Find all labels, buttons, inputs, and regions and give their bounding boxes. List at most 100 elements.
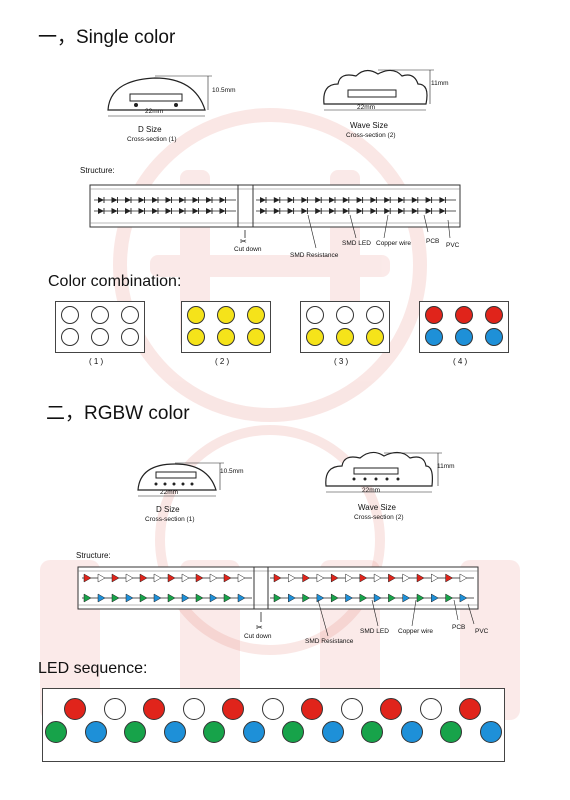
- led-diode-symbol: [83, 593, 92, 603]
- led-diode-symbol: [181, 593, 190, 603]
- led-dot-top: [380, 698, 402, 720]
- led-diode-symbol: [302, 593, 311, 603]
- led-dot-top: [261, 698, 284, 720]
- smd-led-label-2: SMD LED: [360, 628, 389, 635]
- led-diode-symbol: [330, 573, 339, 583]
- led-diode-symbol: [83, 573, 92, 583]
- diode-symbol: [165, 197, 172, 203]
- d-size-caption-1: Cross-section (1): [127, 136, 177, 143]
- wave-size-caption-2: Cross-section (2): [354, 514, 404, 521]
- led-diode-symbol: [459, 593, 468, 603]
- wave-size-name-2: Wave Size: [358, 503, 396, 512]
- diode-symbol: [315, 197, 322, 203]
- smd-resistance-label-2: SMD Resistance: [305, 638, 354, 645]
- led-dot-top: [419, 698, 442, 720]
- diode-symbol: [342, 208, 349, 214]
- diode-symbol: [98, 208, 104, 214]
- wave-size-profile-2: [325, 451, 442, 493]
- led-diode-symbol: [402, 573, 411, 583]
- smd-resistance-label-1: SMD Resistance: [290, 252, 339, 259]
- pvc-label-1: PVC: [446, 242, 460, 249]
- diode-symbol: [384, 197, 391, 203]
- led-diode-symbol: [316, 593, 325, 603]
- color-dot: [187, 328, 205, 346]
- color-dot: [455, 306, 473, 324]
- structure-label-2: Structure:: [76, 551, 111, 560]
- color-dot: [336, 306, 354, 324]
- diode-symbol: [219, 208, 226, 214]
- diode-symbol: [125, 197, 131, 203]
- color-dot: [366, 306, 384, 324]
- led-diode-symbol: [195, 593, 204, 603]
- section2-title: 二，RGBW color: [46, 403, 190, 424]
- led-dot-bottom: [84, 721, 107, 743]
- led-diode-symbol: [139, 573, 148, 583]
- svg-text:✂: ✂: [256, 623, 263, 632]
- color-dot: [425, 328, 443, 346]
- led-dot-top: [301, 698, 323, 720]
- led-diode-symbol: [153, 593, 162, 603]
- diode-symbol: [287, 197, 294, 203]
- led-diode-symbol: [223, 573, 232, 583]
- diode-symbol: [301, 197, 308, 203]
- diode-symbol: [384, 208, 391, 214]
- led-diode-symbol: [445, 593, 454, 603]
- led-dot-top: [143, 698, 165, 720]
- diode-symbol: [356, 197, 363, 203]
- led-diode-symbol: [416, 593, 425, 603]
- structure-label-1: Structure:: [80, 166, 115, 175]
- led-diode-symbol: [273, 573, 282, 583]
- led-diode-symbol: [209, 573, 218, 583]
- diode-symbol: [219, 197, 226, 203]
- color-combination-title: Color combination:: [48, 273, 182, 290]
- d-size-caption-2: Cross-section (1): [145, 516, 195, 523]
- led-diode-symbol: [111, 573, 120, 583]
- color-dot: [217, 328, 235, 346]
- led-diode-symbol: [167, 573, 176, 583]
- d-size-profile-1: [107, 75, 212, 117]
- d-size-width-2: 22mm: [160, 489, 179, 496]
- d-size-width-1: 22mm: [145, 108, 164, 115]
- color-dot: [121, 328, 139, 346]
- wave-size-width-2: 22mm: [362, 487, 381, 494]
- color-dot: [366, 328, 384, 346]
- structure-strip-2: ✂: [77, 566, 479, 637]
- cut-down-label-2: Cut down: [244, 633, 272, 640]
- wave-size-profile-1: [323, 69, 434, 111]
- pcb-label-1: PCB: [426, 238, 440, 245]
- diode-symbol: [287, 208, 294, 214]
- color-dot: [306, 306, 324, 324]
- led-diode-symbol: [359, 593, 368, 603]
- color-dot: [91, 306, 109, 324]
- led-dot-bottom: [400, 721, 423, 743]
- d-size-height-1: 10.5mm: [212, 87, 236, 94]
- led-dot-bottom: [163, 721, 186, 743]
- led-dot-bottom: [282, 721, 304, 743]
- led-diode-symbol: [388, 593, 396, 603]
- diode-symbol: [370, 197, 377, 203]
- diode-symbol: [329, 208, 335, 214]
- led-dot-bottom: [124, 721, 146, 743]
- diode-symbol: [273, 208, 280, 214]
- led-diode-symbol: [388, 573, 396, 583]
- diode-symbol: [206, 197, 212, 203]
- led-diode-symbol: [330, 593, 339, 603]
- diode-symbol: [152, 208, 158, 214]
- color-combination-label-2: ( 2 ): [215, 357, 230, 366]
- led-dot-top: [182, 698, 205, 720]
- led-diode-symbol: [125, 593, 134, 603]
- led-diode-symbol: [316, 573, 325, 583]
- led-diode-symbol: [237, 593, 246, 603]
- led-diode-symbol: [195, 573, 204, 583]
- diode-symbol: [111, 197, 118, 203]
- diode-symbol: [152, 197, 158, 203]
- led-dot-bottom: [361, 721, 383, 743]
- diode-symbol: [138, 208, 145, 214]
- section1-title: 一，Single color: [38, 27, 176, 48]
- led-diode-symbol: [97, 593, 106, 603]
- led-dot-bottom: [479, 721, 502, 743]
- wave-size-name-1: Wave Size: [350, 121, 388, 130]
- diode-symbol: [439, 208, 446, 214]
- diode-symbol: [192, 197, 199, 203]
- led-dot-bottom: [242, 721, 265, 743]
